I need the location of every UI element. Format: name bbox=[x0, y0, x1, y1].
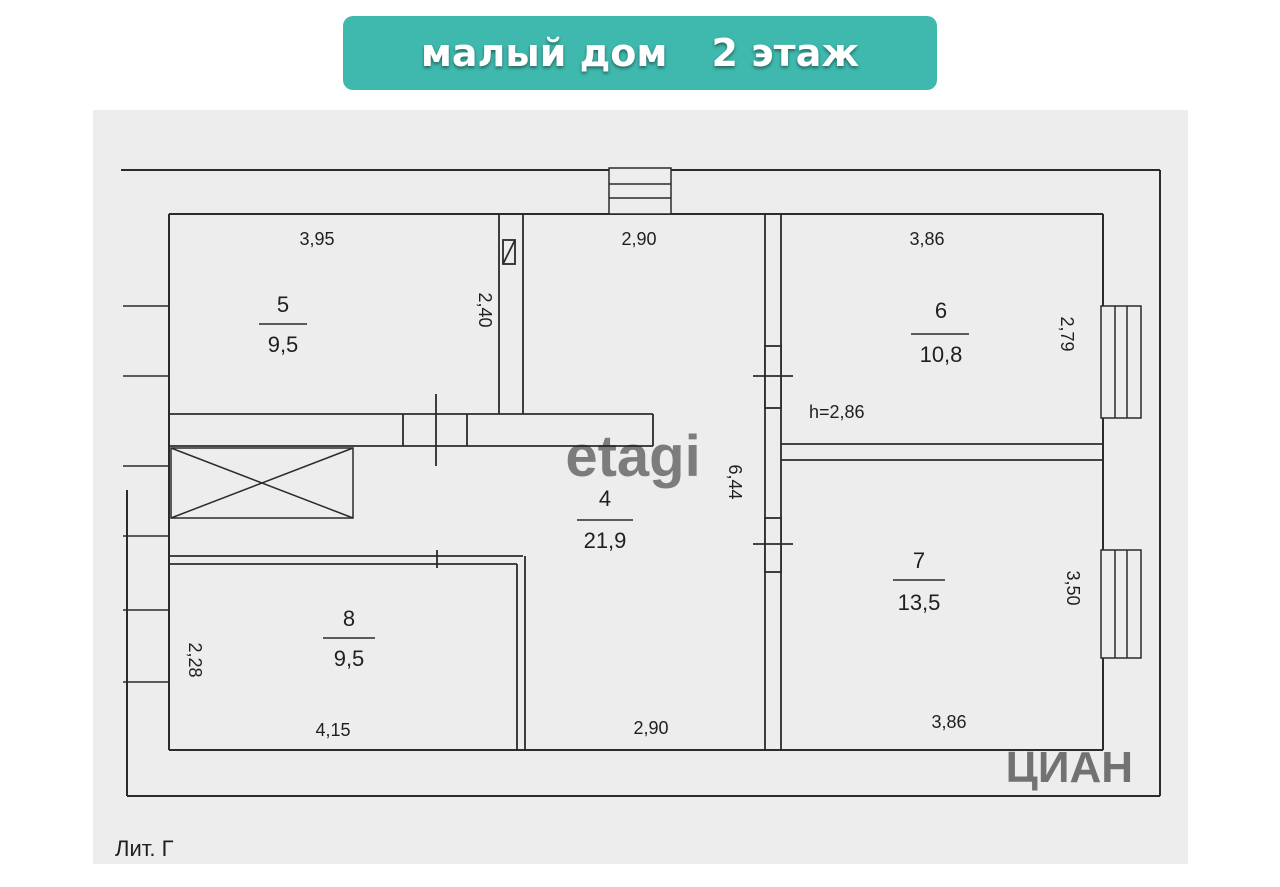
dim-room-6-height: 2,79 bbox=[1057, 316, 1077, 351]
dim-room-4-bottom-width: 2,90 bbox=[633, 718, 668, 738]
room-8-number: 8 bbox=[343, 606, 355, 631]
room-8-area: 9,5 bbox=[334, 646, 365, 671]
room-7-label: 7 13,5 bbox=[893, 548, 945, 615]
sheet-label: Лит. Г bbox=[115, 836, 174, 861]
shaft-box bbox=[170, 447, 354, 519]
room-7-area: 13,5 bbox=[898, 590, 941, 615]
dim-room-8-height: 2,28 bbox=[185, 642, 205, 677]
dim-room-8-width: 4,15 bbox=[315, 720, 350, 740]
room-5-walls bbox=[169, 214, 654, 466]
room-4-area: 21,9 bbox=[584, 528, 627, 553]
room-5-area: 9,5 bbox=[268, 332, 299, 357]
central-partition bbox=[753, 214, 793, 750]
ceiling-height: h=2,86 bbox=[809, 402, 865, 422]
cian-watermark: ЦИАН bbox=[1006, 743, 1133, 792]
dim-room-7-height: 3,50 bbox=[1063, 570, 1083, 605]
title-floor: 2 этаж bbox=[711, 31, 860, 75]
title-badge: малый дом 2 этаж bbox=[343, 16, 937, 90]
room-6-7-wall bbox=[781, 443, 1103, 461]
title-house: малый дом bbox=[420, 31, 668, 75]
dim-room-6-width: 3,86 bbox=[909, 229, 944, 249]
room-8-label: 8 9,5 bbox=[323, 606, 375, 671]
room-6-area: 10,8 bbox=[920, 342, 963, 367]
window-right-upper bbox=[1100, 305, 1142, 419]
room-5-number: 5 bbox=[277, 292, 289, 317]
window-top bbox=[608, 167, 672, 215]
room-8-walls bbox=[169, 550, 526, 750]
window-right-lower bbox=[1100, 549, 1142, 659]
room-4-label: 4 21,9 bbox=[577, 486, 633, 553]
dim-room-5-height: 2,40 bbox=[475, 292, 495, 327]
etagi-watermark: etagi bbox=[565, 424, 700, 489]
floor-plan-drawing: 5 9,5 6 10,8 4 21,9 7 13,5 8 9,5 3,95 2,… bbox=[115, 167, 1161, 861]
room-7-number: 7 bbox=[913, 548, 925, 573]
left-wall-ticks bbox=[123, 305, 169, 683]
room-4-number: 4 bbox=[599, 486, 611, 511]
dim-room-4-top-width: 2,90 bbox=[621, 229, 656, 249]
dim-room-4-length: 6,44 bbox=[725, 464, 745, 499]
room-6-number: 6 bbox=[935, 298, 947, 323]
floor-plan: 5 9,5 6 10,8 4 21,9 7 13,5 8 9,5 3,95 2,… bbox=[93, 110, 1188, 864]
room-5-label: 5 9,5 bbox=[259, 292, 307, 357]
room-6-label: 6 10,8 bbox=[911, 298, 969, 367]
dim-room-5-width: 3,95 bbox=[299, 229, 334, 249]
dim-room-7-width: 3,86 bbox=[931, 712, 966, 732]
